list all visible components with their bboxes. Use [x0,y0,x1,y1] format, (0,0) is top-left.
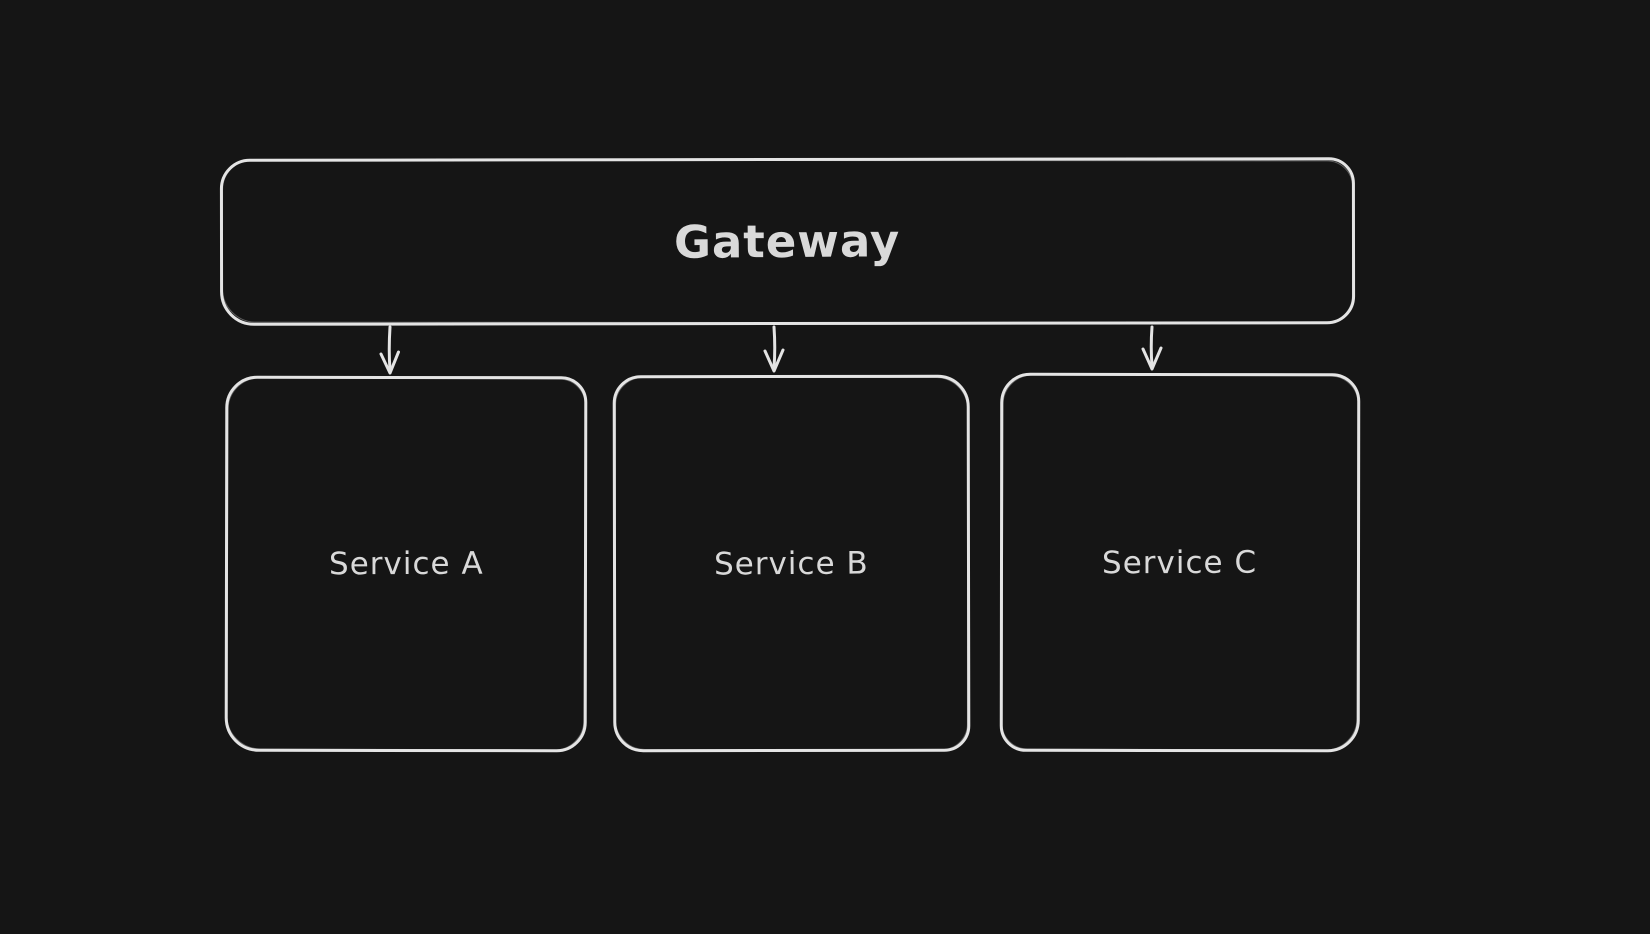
node-service-a-label: Service A [328,545,484,583]
node-service-b-label: Service B [714,544,869,583]
arrow-gateway-to-service-a[interactable] [379,325,400,375]
node-service-b[interactable]: Service B [612,374,971,753]
node-service-a[interactable]: Service A [224,375,588,753]
arrow-gateway-to-service-c[interactable] [1141,325,1163,371]
arrow-gateway-to-service-b[interactable] [763,325,785,373]
node-gateway[interactable]: Gateway [219,157,1356,326]
node-service-c[interactable]: Service C [999,372,1361,753]
node-gateway-label: Gateway [674,214,901,269]
node-service-c-label: Service C [1102,544,1258,581]
